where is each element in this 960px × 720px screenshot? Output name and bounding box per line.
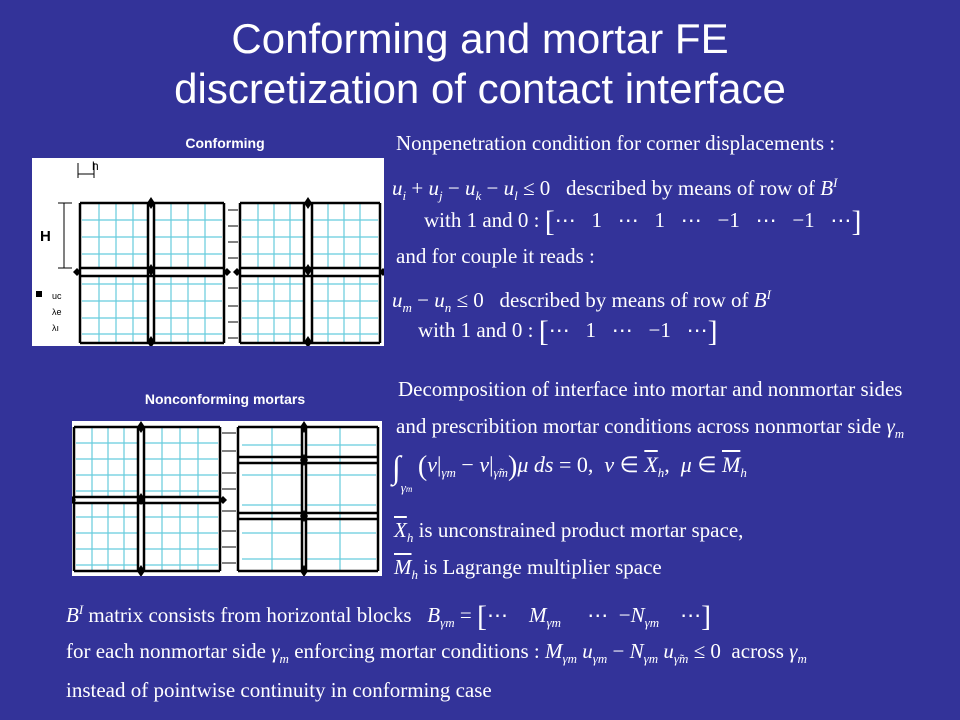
text-line-2-tail: described by means of row of [565, 176, 815, 200]
text-line-10-tail: is unconstrained product mortar space, [418, 518, 744, 542]
text-line-13-b: enforcing mortar conditions : [294, 639, 540, 663]
text-line-1: Nonpenetration condition for corner disp… [396, 131, 836, 155]
text-line-14: instead of pointwise continuity in confo… [66, 678, 492, 702]
text-line-5-tail: described by means of row of [499, 288, 749, 312]
text-line-10: Xh is unconstrained product mortar space… [394, 518, 744, 545]
text-line-8-text: and prescribition mortar conditions acro… [396, 414, 882, 438]
legend-uc: uc [52, 291, 62, 301]
text-line-12: BI matrix consists from horizontal block… [66, 600, 712, 633]
text-line-2: ui + uj − uk − ul ≤ 0 described by means… [392, 175, 838, 203]
caption-nonconforming: Nonconforming mortars [144, 391, 306, 407]
legend-uc-icon [36, 291, 42, 297]
text-line-3: with 1 and 0 : [⋯ 1 ⋯ 1 ⋯ −1 ⋯ −1 ⋯] [424, 205, 862, 238]
text-line-11-tail: is Lagrange multiplier space [423, 555, 662, 579]
mortar-mesh-figure [72, 421, 382, 576]
caption-conforming: Conforming [185, 135, 265, 151]
text-line-6-with: with 1 and 0 : [418, 318, 534, 342]
text-line-5: um − un ≤ 0 described by means of row of… [392, 287, 771, 315]
text-line-8: and prescribition mortar conditions acro… [396, 414, 905, 441]
label-h: h [92, 159, 99, 173]
text-line-13-a: for each nonmortar side [66, 639, 267, 663]
title-line-2: discretization of contact interface [174, 65, 786, 112]
text-line-6: with 1 and 0 : [⋯ 1 ⋯ −1 ⋯] [418, 315, 718, 348]
label-H: H [40, 228, 51, 245]
title-line-1: Conforming and mortar FE [231, 15, 729, 62]
text-line-3-with: with 1 and 0 : [424, 208, 540, 232]
conforming-mesh-figure: h H uc λe λı [32, 158, 384, 346]
mortar-integral-equation: ∫γm (v|γm − v|γ̃m)μ ds = 0, v ∈ Xh, μ ∈ … [392, 449, 747, 495]
text-line-11: Mh is Lagrange multiplier space [394, 555, 662, 582]
legend-lambda-i: λı [52, 323, 59, 333]
text-line-13-c: across [731, 639, 784, 663]
legend-lambda-e: λe [52, 307, 62, 317]
text-line-4: and for couple it reads : [396, 244, 595, 268]
conforming-mesh-svg: h H uc λe λı [36, 159, 384, 346]
text-line-7: Decomposition of interface into mortar a… [398, 377, 903, 401]
text-line-13: for each nonmortar side γm enforcing mor… [66, 639, 807, 666]
slide-title: Conforming and mortar FE discretization … [0, 14, 960, 114]
mortar-mesh-svg [72, 421, 380, 576]
text-line-12-mid: matrix consists from horizontal blocks [88, 603, 412, 627]
